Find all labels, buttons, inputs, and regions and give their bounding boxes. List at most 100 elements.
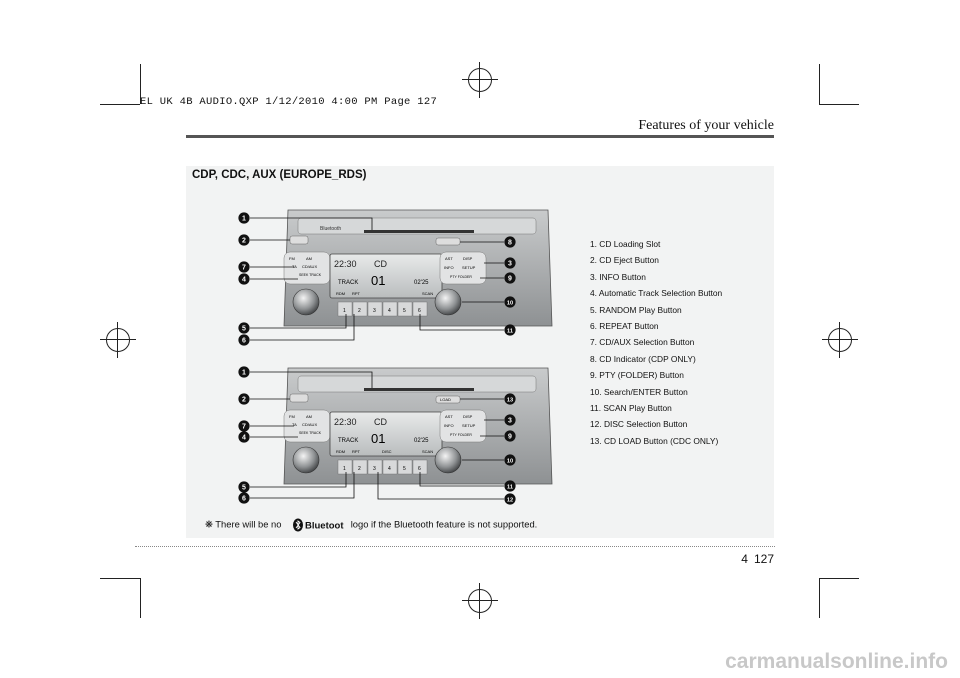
preset-1: 1 (343, 466, 346, 472)
registration-mark (822, 322, 858, 358)
cd-aux-label: CD/AUX (302, 264, 317, 269)
bluetooth-label: Bluetooth (320, 226, 341, 232)
page-number-value: 127 (753, 552, 774, 566)
legend-item: 3. INFO Button (590, 271, 646, 282)
ta-label: TA (292, 264, 297, 269)
legend-item: 8. CD Indicator (CDP ONLY) (590, 353, 696, 364)
lcd-rpt: RPT (352, 291, 361, 296)
preset-1: 1 (343, 308, 346, 314)
lcd-rdm: RDM (336, 449, 345, 454)
lcd-track-number: 01 (371, 431, 385, 446)
callout-number: 9 (508, 275, 512, 282)
registration-mark (462, 583, 498, 619)
callout-marker (238, 431, 250, 443)
callout-marker (504, 272, 516, 284)
callout-marker (238, 322, 250, 334)
callout-number: 6 (242, 337, 246, 344)
watermark: carmanualsonline.info (725, 650, 948, 673)
lcd-disc: DISC (382, 449, 392, 454)
callout-number: 10 (507, 458, 513, 464)
callout-number: 4 (242, 434, 246, 441)
callout-number: 12 (507, 497, 513, 503)
registration-mark (462, 62, 498, 98)
footnote: ❋ There will be no Bluetooth logo if the… (205, 518, 537, 532)
lcd-rpt: RPT (352, 449, 361, 454)
setup-label: SETUP (462, 423, 476, 428)
callout-number: 6 (242, 495, 246, 502)
lcd-mode: CD (374, 417, 387, 427)
callout-marker (504, 393, 516, 405)
figure-heading: CDP, CDC, AUX (EUROPE_RDS) (192, 169, 367, 181)
legend-item: 1. CD Loading Slot (590, 239, 661, 249)
callout-marker (504, 493, 516, 505)
ast-label: AST (445, 414, 453, 419)
footnote-text-before: There will be no (215, 518, 282, 530)
legend-item: 2. CD Eject Button (590, 255, 659, 266)
preset-4: 4 (388, 308, 391, 314)
cd-loading-slot (364, 388, 474, 391)
crop-mark (100, 104, 140, 105)
bluetooth-logo-icon: Bluetooth (293, 518, 344, 532)
lcd-scan: SCAN (422, 291, 433, 296)
registration-mark (100, 322, 136, 358)
legend-item: 9. PTY (FOLDER) Button (590, 370, 684, 381)
callout-marker (238, 366, 250, 378)
cd-loading-slot (364, 230, 474, 233)
preset-buttons: 1 2 3 4 5 6 (337, 459, 428, 475)
callout-number: 5 (242, 325, 246, 332)
radio-cdc: LOAD FM AM TA CD/AUX SEEK TRACK 22:30 CD… (283, 367, 553, 485)
callout-number: 3 (508, 417, 512, 424)
volume-knob (292, 446, 320, 474)
load-label: LOAD (440, 397, 451, 402)
preset-3: 3 (373, 466, 376, 472)
cd-eject-button (289, 393, 309, 403)
lcd-elapsed: 02'25 (414, 280, 429, 286)
legend-item: 12. DISC Selection Button (590, 419, 688, 430)
callout-number: 1 (242, 369, 246, 376)
preset-3: 3 (373, 308, 376, 314)
pty-folder-label: PTY FOLDER (450, 433, 472, 437)
crop-mark (140, 578, 141, 618)
lcd-time: 22:30 (334, 259, 357, 269)
bluetooth-logo-text: Bluetooth (305, 521, 344, 532)
callout-marker (238, 334, 250, 346)
preset-buttons: 1 2 3 4 5 6 (337, 301, 428, 317)
callout-marker (504, 430, 516, 442)
right-button-cluster (439, 251, 487, 285)
fm-label: FM (289, 256, 295, 261)
lcd-track-label: TRACK (338, 438, 358, 444)
callout-marker (504, 480, 516, 492)
cd-slot-area (297, 375, 537, 393)
preset-6: 6 (418, 308, 421, 314)
callout-number: 11 (507, 484, 513, 490)
pty-folder-label: PTY FOLDER (450, 275, 472, 279)
callout-number: 5 (242, 484, 246, 491)
crop-mark (140, 64, 141, 104)
callout-number: 13 (507, 397, 513, 403)
lcd-time: 22:30 (334, 417, 357, 427)
crop-mark (819, 64, 820, 104)
lcd-track-label: TRACK (338, 280, 358, 286)
callout-number: 7 (242, 264, 246, 271)
ast-label: AST (445, 256, 453, 261)
legend-item: 10. Search/ENTER Button (590, 386, 688, 397)
callout-marker (504, 236, 516, 248)
right-button-cluster (439, 409, 487, 443)
legend-item: 13. CD LOAD Button (CDC ONLY) (590, 435, 719, 446)
setup-label: SETUP (462, 265, 476, 270)
am-label: AM (306, 414, 312, 419)
cd-aux-label: CD/AUX (302, 422, 317, 427)
legend-item: 5. RANDOM Play Button (590, 304, 682, 315)
button-legend: 1. CD Loading Slot 2. CD Eject Button 3.… (590, 236, 722, 449)
tune-knob (434, 446, 462, 474)
seek-track-label: SEEK TRACK (299, 273, 322, 277)
cd-slot-area (297, 217, 537, 235)
callout-number: 4 (242, 276, 246, 283)
info-label: INFO (444, 265, 454, 270)
callout-marker (238, 420, 250, 432)
callout-marker (238, 393, 250, 405)
callout-marker (504, 257, 516, 269)
preset-2: 2 (358, 466, 361, 472)
disp-label: DISP (463, 414, 473, 419)
